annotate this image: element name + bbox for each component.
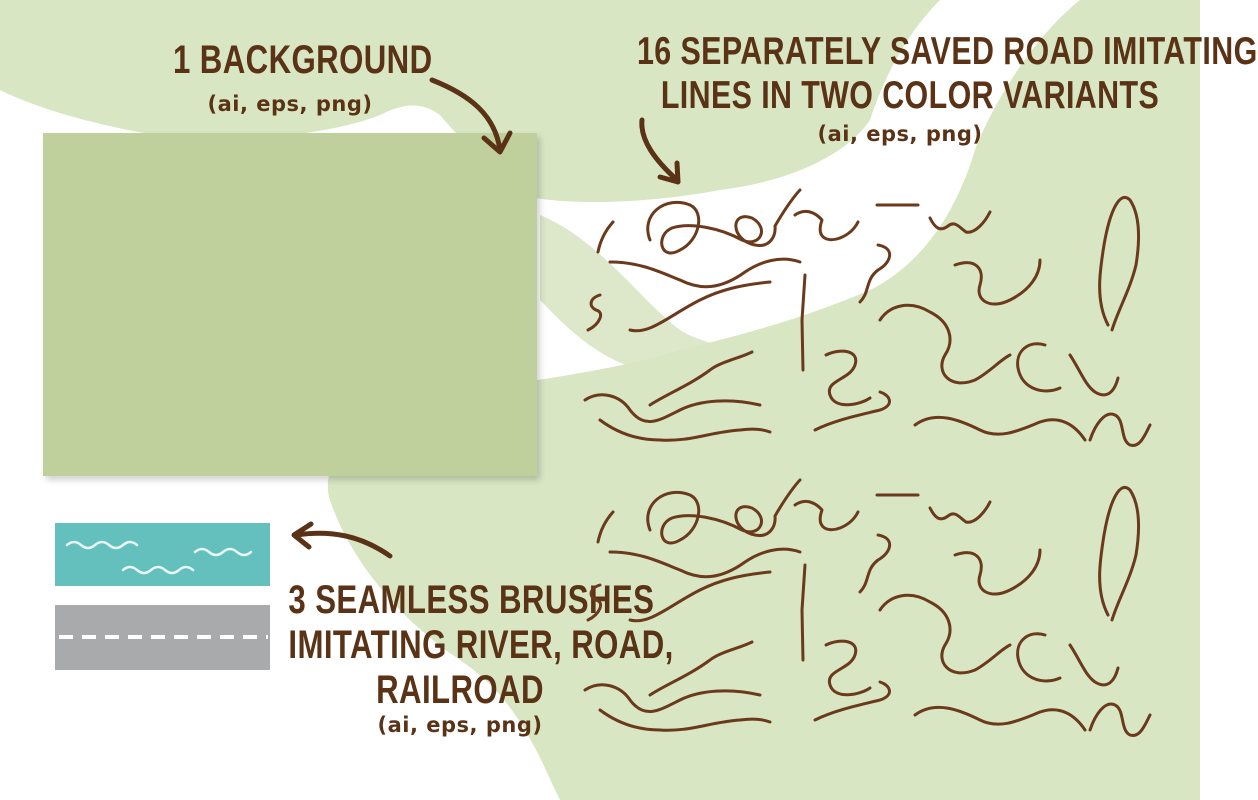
road-line-13 — [878, 303, 1012, 385]
arrow-to-background-head — [481, 130, 513, 155]
road-line-19 — [598, 418, 772, 442]
arrow-to-lines — [639, 117, 680, 183]
road-lines-title: 16 Separately saved road imitating lines… — [637, 30, 1258, 118]
background-preview — [43, 133, 537, 476]
arrows — [291, 77, 681, 559]
road-lines-light — [583, 478, 1152, 737]
river-brush — [55, 523, 270, 586]
brushes-title-line3: railroad — [376, 668, 544, 712]
arrow-to-background — [429, 77, 503, 153]
brushes-title-line1: 3 seamless brushes — [288, 578, 655, 622]
road-line-6 — [1098, 196, 1140, 332]
arrow-to-brushes — [293, 530, 393, 559]
road-line-9 — [628, 280, 772, 333]
road-lines-dark — [583, 188, 1152, 447]
brushes-title: 3 seamless brushes imitating river, road… — [288, 578, 674, 713]
road-line-7 — [586, 293, 603, 332]
arrow-to-lines-head — [657, 160, 681, 185]
road-line-21 — [913, 415, 1087, 442]
road-lines-formats: (ai, eps, png) — [817, 122, 983, 146]
road-line-20 — [813, 390, 891, 432]
road-line-3 — [793, 209, 860, 242]
brushes-formats: (ai, eps, png) — [377, 713, 543, 737]
river-waves — [65, 540, 253, 575]
road-markings — [59, 635, 268, 639]
brushes-title-line2: imitating river, road, — [288, 623, 674, 667]
road-line-2 — [646, 188, 802, 255]
road-line-12 — [953, 258, 1042, 306]
road-line-15 — [1016, 342, 1062, 393]
background-formats: (ai, eps, png) — [207, 92, 373, 116]
road-line-5 — [928, 210, 992, 234]
road-line-10 — [858, 243, 892, 304]
center-green-patch — [540, 215, 820, 386]
road-lines-light-copy — [583, 478, 1152, 737]
road-line-16 — [1068, 353, 1120, 397]
road-line-11 — [800, 273, 807, 372]
arrow-to-brushes-head — [291, 521, 314, 550]
road-line-17 — [583, 393, 762, 424]
road-lines-title-line2: lines in two color variants — [660, 74, 1160, 117]
road-line-1 — [596, 220, 615, 254]
road-line-18 — [648, 350, 754, 407]
road-brush — [55, 605, 270, 670]
road-line-22 — [1088, 412, 1152, 447]
road-line-8 — [608, 257, 802, 289]
background-title: 1 Background — [173, 38, 433, 82]
right-green-blob — [327, 0, 1200, 800]
road-lines-title-line1: 16 Separately saved road imitating — [637, 30, 1258, 73]
road-line-14 — [824, 349, 872, 407]
